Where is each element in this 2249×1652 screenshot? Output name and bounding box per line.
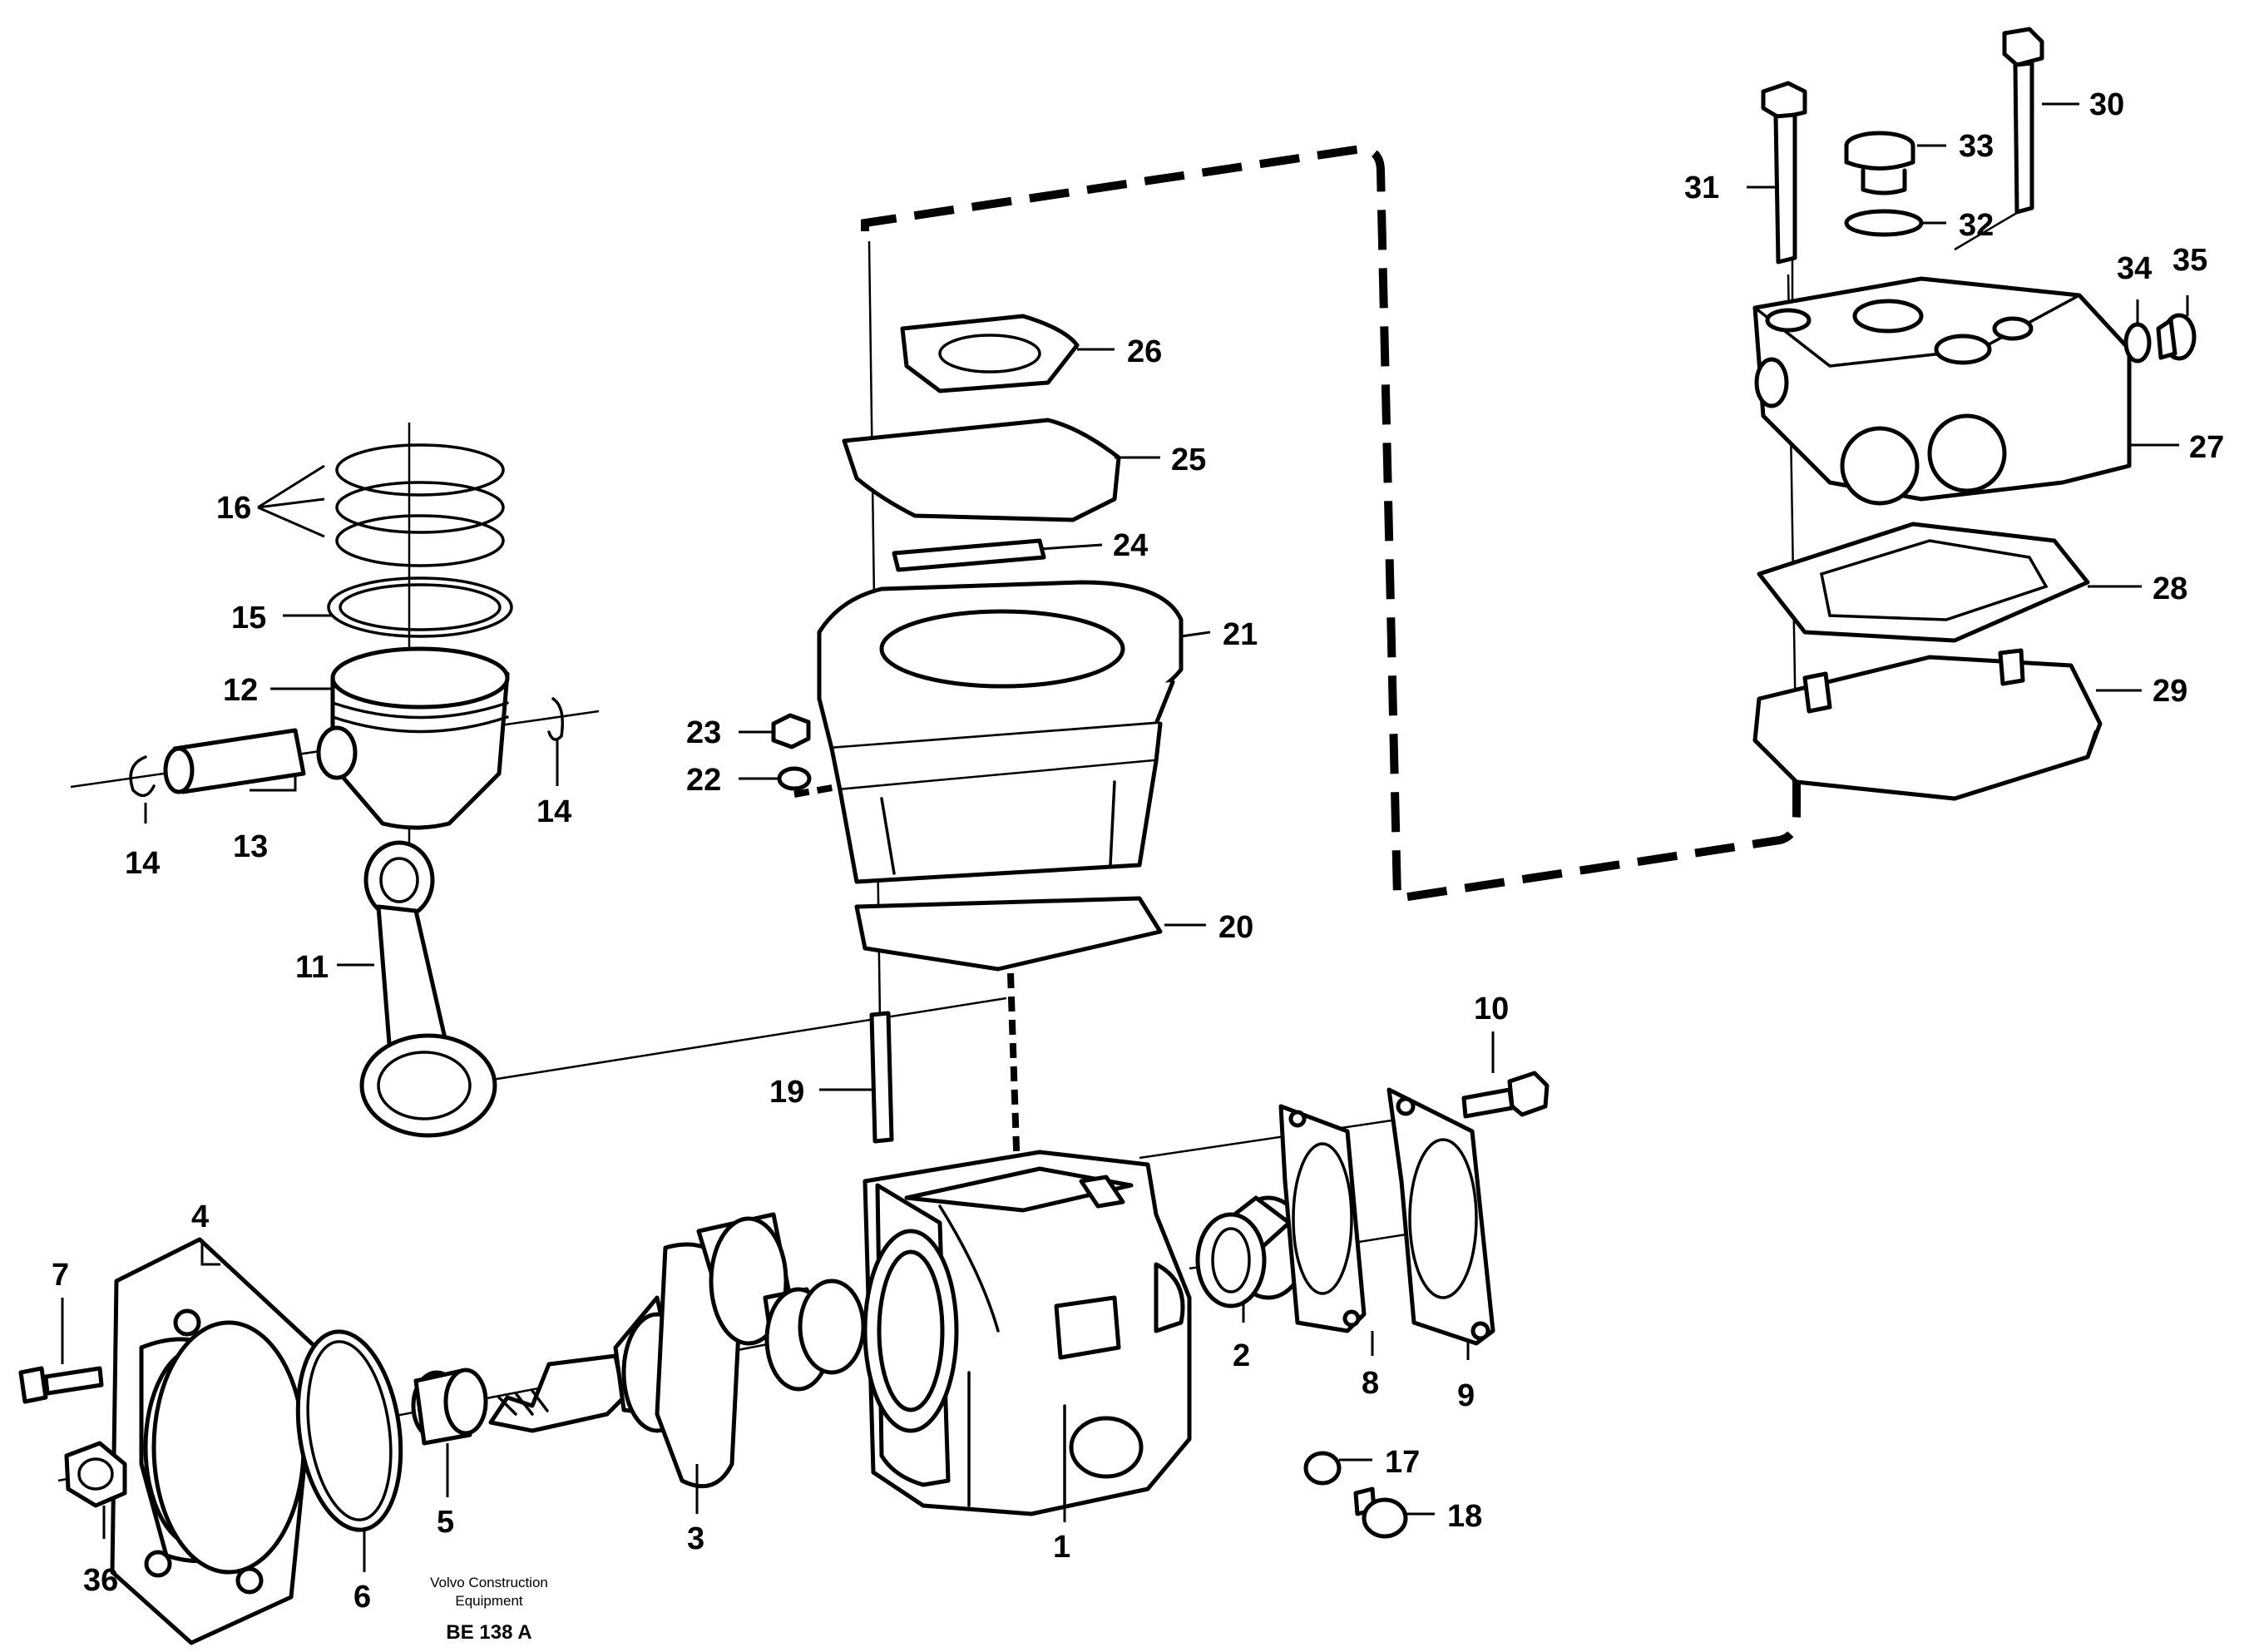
callout-12: 12 <box>223 673 258 708</box>
callout-24: 24 <box>1113 528 1148 563</box>
piston-ring-15 <box>327 576 513 638</box>
callout-30: 30 <box>2089 87 2124 122</box>
connecting-rod <box>359 840 497 1138</box>
callout-8: 8 <box>1362 1366 1379 1401</box>
callout-35: 35 <box>2172 243 2207 278</box>
callout-18: 18 <box>1447 1499 1482 1534</box>
bolt-10 <box>1461 1071 1550 1119</box>
leader-lines <box>61 102 2189 1572</box>
callout-19: 19 <box>769 1075 804 1110</box>
gasket-9 <box>1386 1087 1495 1346</box>
callout-3: 3 <box>687 1521 704 1556</box>
valve-plate <box>1752 648 2103 801</box>
callout-21: 21 <box>1223 617 1258 652</box>
bearing-bush <box>1195 1195 1308 1308</box>
piston <box>316 646 510 830</box>
callout-31: 31 <box>1684 171 1719 205</box>
sleeve <box>411 1368 488 1446</box>
screw-7 <box>18 1366 104 1404</box>
nut-23 <box>771 713 811 749</box>
callout-14a: 14 <box>125 846 160 881</box>
cylinder-head <box>1752 276 2132 506</box>
assembly-dashed-line-block <box>1007 972 1022 1224</box>
callout-4: 4 <box>191 1199 209 1234</box>
callout-28: 28 <box>2153 571 2187 606</box>
gasket-25 <box>842 418 1121 522</box>
plug-35 <box>2156 313 2197 361</box>
callout-6: 6 <box>353 1580 371 1615</box>
bolt-31 <box>1761 81 1807 265</box>
callout-23: 23 <box>686 715 721 750</box>
callout-34: 34 <box>2117 251 2152 286</box>
circlip-right <box>547 697 564 741</box>
washer-17 <box>1303 1451 1342 1486</box>
callout-14b: 14 <box>536 794 571 829</box>
stud-19 <box>869 1011 894 1144</box>
diagram-caption: Volvo Construction Equipment BE 138 A <box>430 1575 548 1644</box>
callout-10: 10 <box>1474 992 1509 1026</box>
cylinder <box>817 580 1184 884</box>
callout-17: 17 <box>1385 1445 1420 1480</box>
reed-plate <box>892 538 1046 572</box>
assembly-dashed-line-top <box>861 145 1801 903</box>
caption-brand-line1: Volvo Construction <box>430 1575 548 1590</box>
plug-33 <box>1844 131 1915 195</box>
callout-27: 27 <box>2189 430 2224 465</box>
o-ring-inner <box>306 1340 393 1521</box>
piston-ring-16a <box>335 443 505 497</box>
plug-18 <box>1353 1486 1408 1539</box>
crankcase <box>863 1150 1192 1516</box>
gasket-28-inner <box>1819 539 2049 621</box>
bolt-30 <box>2002 27 2044 215</box>
callout-16: 16 <box>216 491 251 526</box>
callout-29: 29 <box>2153 674 2187 709</box>
callout-15: 15 <box>231 601 266 636</box>
callout-36: 36 <box>83 1563 118 1598</box>
gasket-8 <box>1278 1104 1367 1333</box>
gasket-20 <box>854 896 1163 972</box>
washer-22 <box>777 766 812 791</box>
o-ring <box>295 1329 403 1532</box>
callout-5: 5 <box>437 1505 454 1540</box>
piston-ring-16b <box>335 481 505 534</box>
caption-brand-line2: Equipment <box>455 1593 523 1609</box>
callout-25: 25 <box>1171 443 1206 477</box>
callout-32: 32 <box>1959 208 1994 243</box>
callout-11: 11 <box>295 950 329 985</box>
seal-ring-32 <box>1844 209 1924 237</box>
caption-drawing-code: BE 138 A <box>446 1621 531 1644</box>
callout-1: 1 <box>1053 1530 1070 1565</box>
circlip-left <box>129 755 156 798</box>
callout-20: 20 <box>1218 910 1253 945</box>
callout-7: 7 <box>52 1258 69 1293</box>
callout-22: 22 <box>686 763 721 798</box>
piston-ring-16c <box>335 514 505 567</box>
flange-cover <box>110 1237 319 1645</box>
callout-2: 2 <box>1233 1338 1250 1373</box>
callout-33: 33 <box>1959 129 1994 164</box>
piston-ring-15-inner <box>339 583 502 631</box>
crankshaft <box>488 1212 866 1489</box>
callout-labels: 1 2 3 4 5 6 7 8 9 10 11 12 13 14 14 15 1… <box>52 87 2224 1615</box>
gasket-26 <box>900 314 1080 393</box>
callout-9: 9 <box>1457 1378 1475 1413</box>
washer-34 <box>2123 322 2152 364</box>
piston-pin <box>163 728 306 794</box>
callout-13: 13 <box>233 829 268 864</box>
callout-26: 26 <box>1127 334 1162 369</box>
axis-bolt-30 <box>1954 206 2026 251</box>
nut-36 <box>64 1441 127 1508</box>
